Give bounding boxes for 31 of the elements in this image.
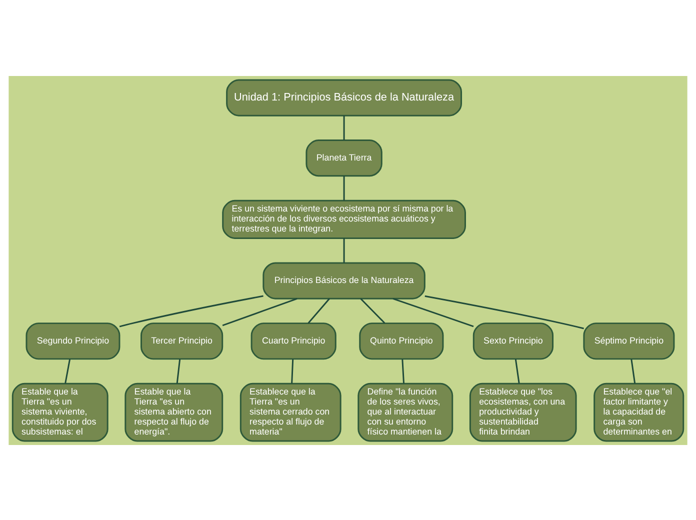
node-box: Sexto Principio <box>472 322 554 360</box>
connector <box>424 294 584 329</box>
node-box: Cuarto Principio <box>250 322 336 360</box>
connector <box>343 175 345 200</box>
connector <box>343 238 345 262</box>
connector <box>402 358 405 383</box>
node-box: Principios Básicos de la Naturaleza <box>262 262 426 299</box>
node-box: Establece que "los ecosistemas, con una productividad y sustentabilidad finita brindan <box>469 382 577 442</box>
connector <box>630 358 636 383</box>
node-box: Segundo Principio <box>26 322 120 360</box>
node-box: Establece que la Tierra "es un sistema cerrado con respecto al flujo de materia" <box>240 382 342 442</box>
connector <box>291 358 294 383</box>
connector <box>119 294 264 327</box>
node-box: Séptimo Principio <box>583 322 675 360</box>
connector <box>392 297 474 327</box>
connector <box>176 358 181 383</box>
node-box: Define "la función de los seres vivos, que al interactuar con su entorno físico mantienen la <box>358 382 454 442</box>
node-box: Unidad 1: Principios Básicos de la Naturaleza <box>226 78 462 116</box>
connector <box>308 298 330 324</box>
node-box: Estable que la Tierra "es un sistema viviente, constituido por dos subsistemas: el <box>12 382 108 442</box>
node-box: Tercer Principio <box>140 322 224 360</box>
connector <box>64 358 71 384</box>
node-box: Quinto Principio <box>359 322 444 360</box>
node-box: Establece que "el factor limitante y la capacidad de carga son determinantes en <box>594 382 684 442</box>
node-box: Es un sistema viviente o ecosistema por sí misma por la interacción de los diversos ecosistemas acuáticos y terrestres que la integran. <box>222 199 466 238</box>
node-box: Planeta Tierra <box>306 139 382 176</box>
connector <box>360 298 386 324</box>
connector <box>514 358 520 383</box>
node-box: Estable que la Tierra "es un sistema abierto con respecto al flujo de energía". <box>124 382 224 442</box>
connector <box>343 115 345 140</box>
connector <box>222 297 298 326</box>
